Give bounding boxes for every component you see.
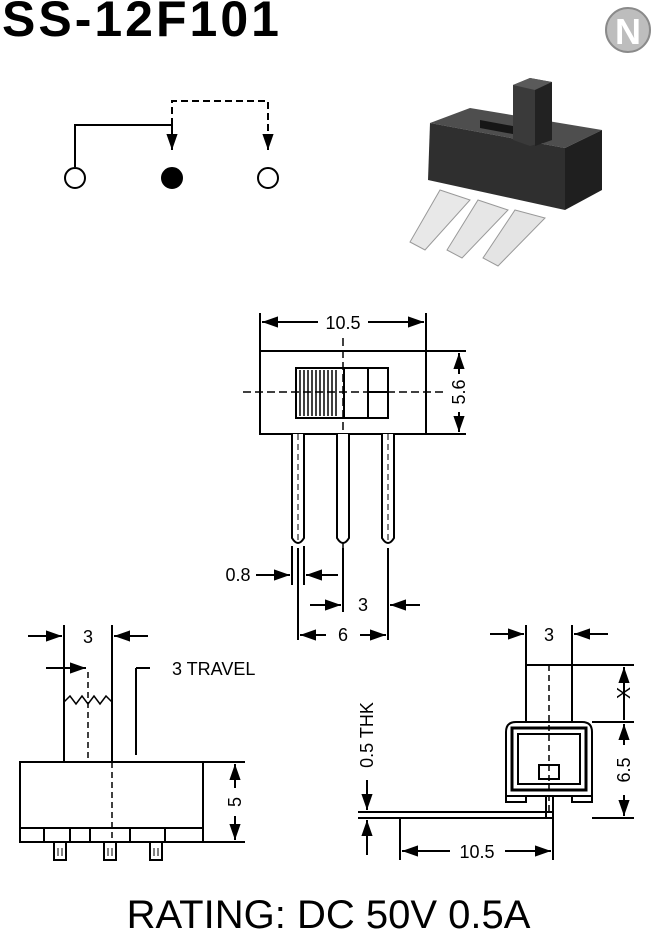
front-height-dim: 5.6 [449,379,469,404]
end-actuator-dim: 3 [544,625,554,645]
rating-label: RATING: DC 50V 0.5A [126,893,531,937]
end-x-dim: X [614,687,634,699]
pin-span-dim: 6 [338,625,348,645]
front-width-dim: 10.5 [325,313,360,333]
side-height-dim: 5 [225,797,245,807]
terminal-open-right [257,167,279,189]
pin-pitch-dim: 3 [358,595,368,615]
switch-schematic [64,100,279,189]
part-title: SS-12F101 [2,0,282,47]
end-height-dim: 6.5 [614,757,634,782]
switch-product-image [409,78,602,267]
terminal-open-left [64,167,86,189]
travel-label: 3 TRAVEL [172,659,255,679]
brand-logo-letter: N [615,11,641,52]
pin-width-dim: 0.8 [225,565,250,585]
brand-logo: N [605,7,651,53]
terminal-common [161,167,183,189]
front-view [243,313,466,641]
thickness-label: 0.5 THK [357,702,377,768]
side-actuator-dim: 3 [83,627,93,647]
end-view [358,625,634,860]
side-view [19,625,245,861]
end-length-dim: 10.5 [459,842,494,862]
